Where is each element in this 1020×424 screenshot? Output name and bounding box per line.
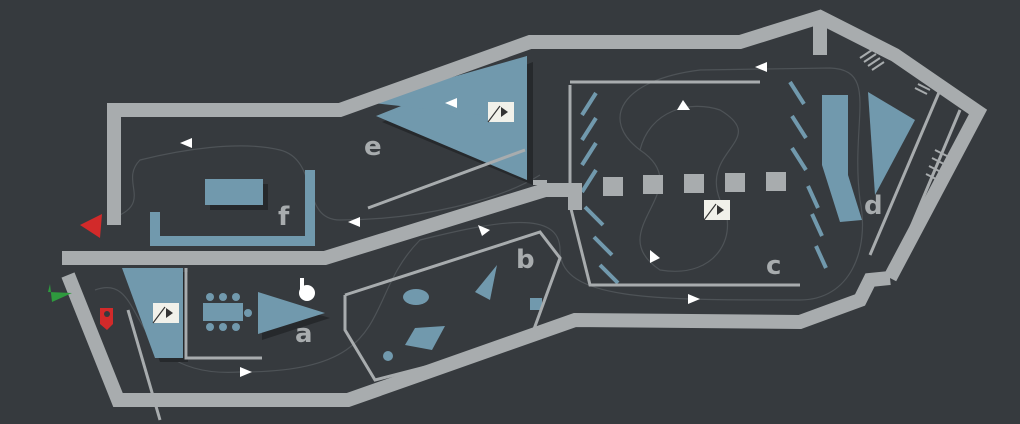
- route-arrows: [180, 62, 767, 377]
- info-location-icon[interactable]: [100, 308, 113, 330]
- room-b-exhibit: [383, 265, 542, 361]
- room-label-e: e: [364, 132, 382, 162]
- arrow-right-icon: [240, 367, 252, 377]
- room-c-exhibit: [580, 80, 828, 285]
- arrow-left-icon: [180, 138, 192, 148]
- room-label-c: c: [766, 251, 781, 281]
- entrance-flag-icon[interactable]: [48, 284, 72, 302]
- video-screen-icon[interactable]: [703, 200, 730, 221]
- arrow-right-icon: [478, 225, 490, 236]
- arrow-left-icon: [348, 217, 360, 227]
- exit-flag-icon[interactable]: [80, 214, 102, 238]
- room-label-b: b: [516, 245, 535, 275]
- room-label-f: f: [278, 202, 290, 232]
- arrow-left-icon: [755, 62, 767, 72]
- video-screen-icon[interactable]: [487, 102, 514, 123]
- walls: [61, 9, 988, 421]
- room-e-exhibit: [364, 56, 533, 185]
- arrow-left-icon: [445, 98, 457, 108]
- room-label-d: d: [864, 191, 883, 221]
- arrow-right-icon: [688, 294, 700, 304]
- room-label-a: a: [295, 319, 313, 349]
- room-f-exhibit: [150, 170, 315, 246]
- hand-pointer-icon[interactable]: [299, 278, 315, 301]
- video-screen-icon[interactable]: [152, 303, 179, 324]
- arrow-up-icon: [677, 100, 690, 110]
- stairs: [859, 49, 948, 181]
- room-d-exhibit: [822, 92, 915, 222]
- arrow-right-icon: [650, 250, 660, 263]
